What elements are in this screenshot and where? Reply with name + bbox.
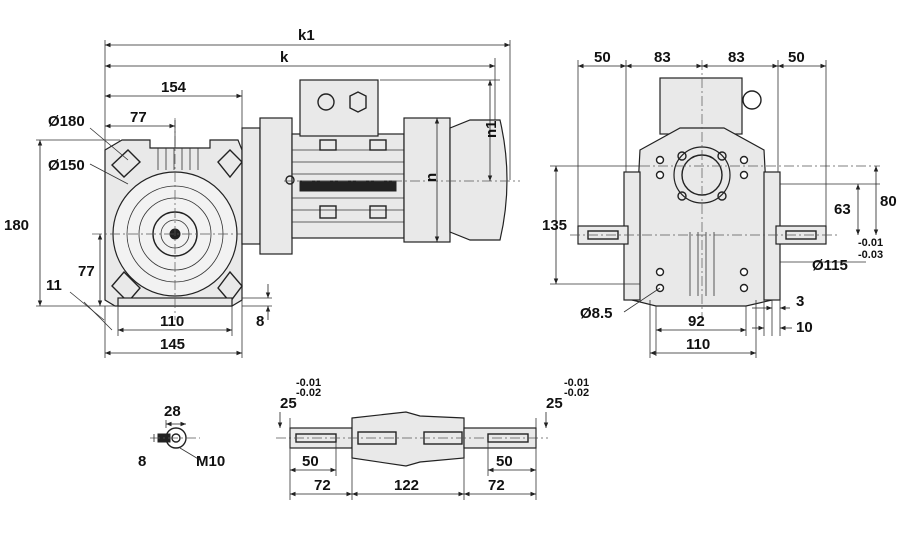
dim-dia150: Ø150 bbox=[48, 157, 85, 174]
dim-28: 28 bbox=[164, 403, 181, 420]
dim-63: 63 bbox=[834, 201, 851, 218]
housing-fins bbox=[157, 148, 199, 170]
dim-3: 3 bbox=[796, 293, 804, 310]
dim-8-base: 8 bbox=[256, 313, 264, 330]
dim-77-top: 77 bbox=[130, 109, 147, 126]
front-dimensions bbox=[36, 40, 511, 358]
dim-dia180: Ø180 bbox=[48, 113, 85, 130]
tol-25l-hi: -0.01 bbox=[296, 377, 321, 389]
dim-122: 122 bbox=[394, 477, 419, 494]
dim-180: 180 bbox=[4, 217, 29, 234]
dim-145: 145 bbox=[160, 336, 185, 353]
dim-n: n bbox=[423, 173, 440, 182]
tol-25r-lo: -0.02 bbox=[564, 387, 589, 399]
dim-110-base: 110 bbox=[160, 313, 184, 330]
dim-72-right: 72 bbox=[488, 477, 505, 494]
side-view bbox=[550, 60, 880, 358]
dim-n1: n1 bbox=[483, 120, 500, 138]
fan-cover bbox=[449, 119, 508, 241]
dim-k1: k1 bbox=[298, 27, 315, 44]
dim-50-shaft-left: 50 bbox=[302, 453, 319, 470]
tol-25r-hi: -0.01 bbox=[564, 377, 589, 389]
dim-50-right: 50 bbox=[788, 49, 805, 66]
key-detail bbox=[150, 420, 201, 461]
shaft-detail bbox=[276, 411, 549, 500]
front-view bbox=[36, 40, 520, 358]
dim-m10: M10 bbox=[196, 453, 225, 470]
side-dimensions bbox=[550, 60, 880, 358]
dimension-labels: k1 k 154 77 Ø180 Ø150 180 77 11 110 145 … bbox=[4, 27, 897, 494]
dim-92: 92 bbox=[688, 313, 705, 330]
dim-11: 11 bbox=[46, 277, 62, 294]
dim-10: 10 bbox=[796, 319, 813, 336]
tol-115-lo: -0.03 bbox=[858, 249, 883, 261]
dim-154: 154 bbox=[161, 79, 187, 96]
dim-135: 135 bbox=[542, 217, 567, 234]
dim-25-right: 25 bbox=[546, 395, 563, 412]
dim-77-side: 77 bbox=[78, 263, 95, 280]
dim-50-left: 50 bbox=[594, 49, 611, 66]
dim-k: k bbox=[280, 49, 289, 66]
dim-80: 80 bbox=[880, 193, 897, 210]
dim-110-side: 110 bbox=[686, 336, 710, 353]
dim-dia115: Ø115 bbox=[812, 257, 848, 274]
dim-83-left: 83 bbox=[654, 49, 671, 66]
dim-dia8-5: Ø8.5 bbox=[580, 305, 613, 322]
dim-72-left: 72 bbox=[314, 477, 331, 494]
dim-25-left: 25 bbox=[280, 395, 297, 412]
tol-25l-lo: -0.02 bbox=[296, 387, 321, 399]
dim-83-right: 83 bbox=[728, 49, 745, 66]
dim-8-key: 8 bbox=[138, 453, 146, 470]
dim-50-shaft-right: 50 bbox=[496, 453, 513, 470]
hollow-shaft-body bbox=[351, 411, 465, 467]
tol-115-hi: -0.01 bbox=[858, 237, 883, 249]
